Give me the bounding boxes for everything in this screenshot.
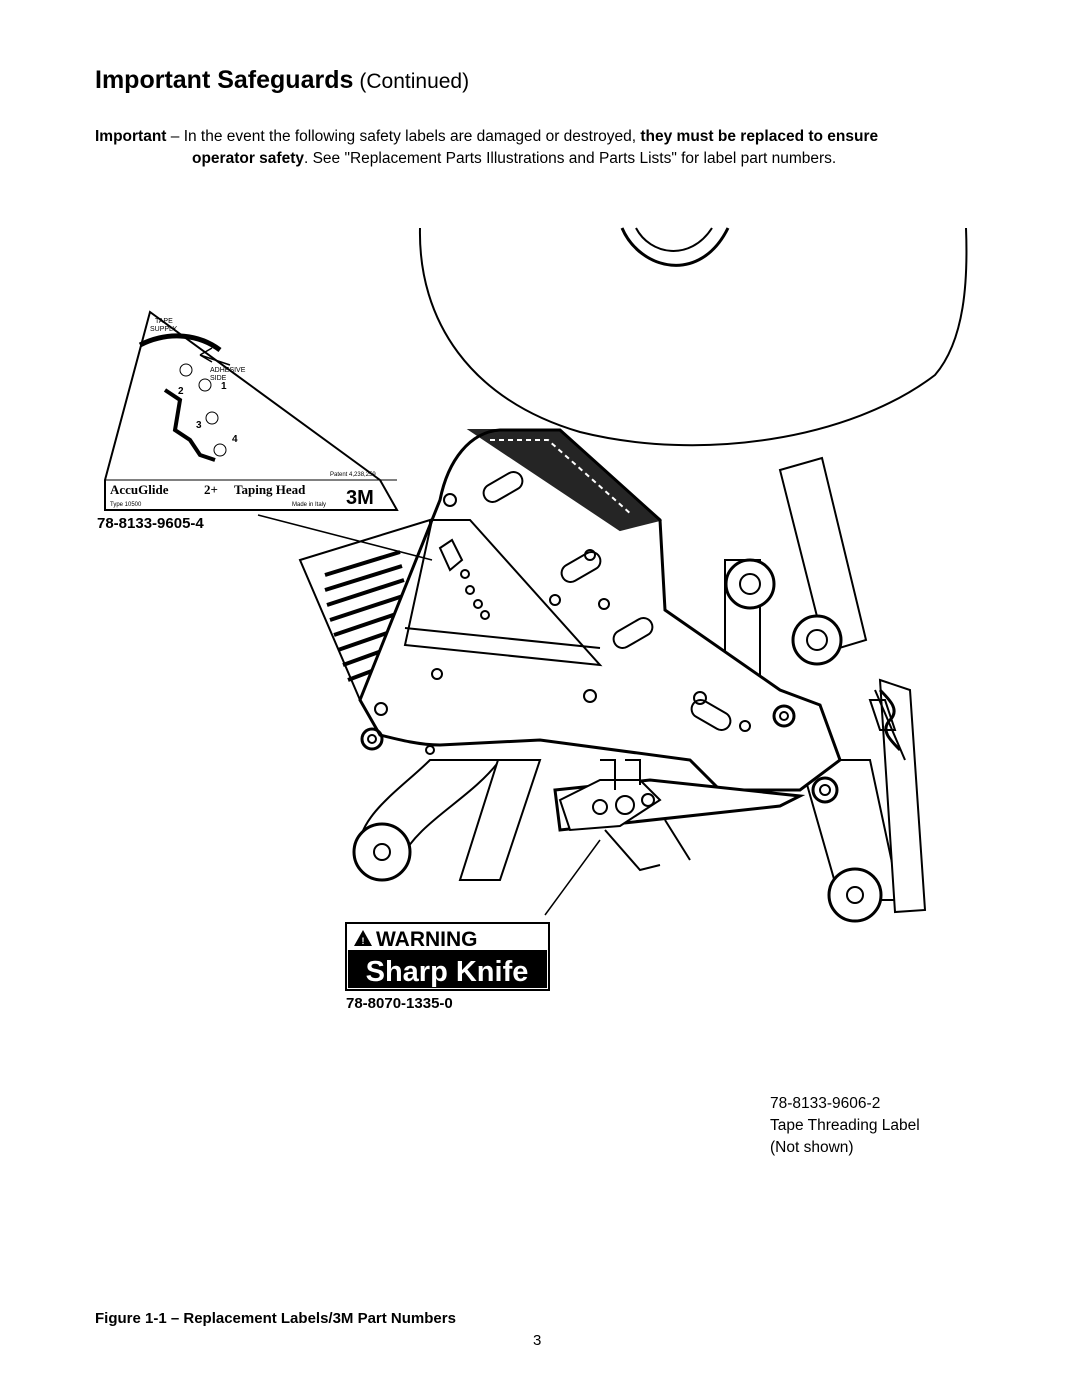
- part-number-threading: 78-8133-9605-4: [97, 515, 204, 532]
- patent-text: Patent 4,238,259: [330, 472, 376, 478]
- page-number: 3: [533, 1332, 542, 1349]
- threading-label-detail: TAPE SUPPLY ADHESIVE SIDE 1 2 3 4 Patent…: [104, 310, 399, 511]
- type-text: Type 10500: [110, 502, 142, 508]
- part-number-knife: 78-8070-1335-0: [346, 995, 453, 1012]
- intro-paragraph: Important – In the event the following s…: [95, 128, 879, 167]
- origin-text: Made in Italy: [292, 502, 326, 508]
- note-label: Tape Threading Label: [770, 1117, 920, 1134]
- tape-supply-text: TAPE: [155, 318, 173, 325]
- figure-caption: Figure 1-1 – Replacement Labels/3M Part …: [95, 1310, 456, 1327]
- warning-body: Sharp Knife: [366, 956, 529, 988]
- step-2: 2: [178, 386, 184, 397]
- page-title: Important Safeguards(Continued): [95, 66, 470, 94]
- brand-text: AccuGlide: [110, 482, 169, 497]
- note-status: (Not shown): [770, 1139, 854, 1156]
- step-1: 1: [221, 381, 227, 392]
- step-3: 3: [196, 420, 202, 431]
- adhesive-side-text-2: SIDE: [210, 375, 227, 382]
- step-4: 4: [232, 434, 238, 445]
- model-text: 2+: [204, 482, 218, 497]
- adhesive-side-text: ADHESIVE: [210, 367, 246, 374]
- svg-text:!: !: [362, 936, 365, 946]
- warning-label: ! WARNING Sharp Knife: [345, 922, 550, 991]
- warning-header: WARNING: [376, 928, 478, 951]
- note-part-number: 78-8133-9606-2: [770, 1095, 881, 1112]
- product-text: Taping Head: [234, 482, 306, 497]
- 3m-logo: 3M: [346, 487, 374, 509]
- not-shown-note: 78-8133-9606-2 Tape Threading Label (Not…: [770, 1093, 920, 1159]
- tape-supply-text-2: SUPPLY: [150, 326, 177, 333]
